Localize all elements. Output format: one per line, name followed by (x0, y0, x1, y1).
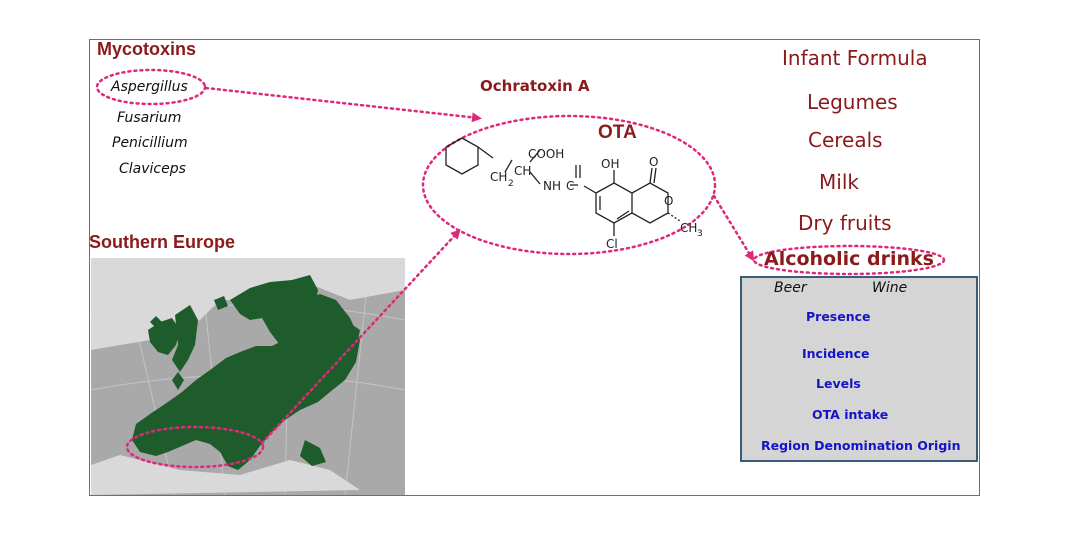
mediterranean-area (91, 455, 360, 495)
island-shape (150, 316, 162, 328)
food-milk: Milk (819, 170, 859, 194)
great-britain-shape (172, 305, 198, 372)
aspect-incidence: Incidence (802, 346, 870, 361)
oh-label: OH (601, 157, 619, 171)
genus-aspergillus: Aspergillus (111, 79, 188, 95)
drink-wine: Wine (872, 280, 908, 296)
aspect-region-denomination-origin: Region Denomination Origin (761, 438, 961, 453)
southern-europe-title: Southern Europe (89, 232, 236, 252)
island-shape (214, 296, 228, 310)
ota-to-alcoholic-arrow (712, 194, 755, 262)
carbonyl-o-label: O (649, 155, 658, 169)
europe-to-ota-arrow (260, 229, 461, 445)
ring-o-label: O (664, 194, 673, 208)
aspect-presence: Presence (806, 309, 871, 324)
mycotoxins-title: Mycotoxins (97, 39, 197, 59)
nh-label: NH (543, 179, 561, 193)
cooh-label: COOH (528, 147, 564, 161)
genus-claviceps: Claviceps (119, 161, 186, 177)
drink-beer: Beer (774, 280, 807, 296)
lactone-ring (631, 182, 669, 224)
aspect-ota-intake: OTA intake (812, 407, 889, 422)
ota-label: OTA (598, 122, 637, 143)
greece-shape (300, 440, 326, 466)
aspergillus-ellipse (95, 68, 207, 106)
food-legumes: Legumes (807, 90, 898, 114)
aspergillus-to-ota-arrow (204, 86, 482, 123)
phenyl-ring (445, 137, 479, 175)
food-dry-fruits: Dry fruits (798, 211, 892, 235)
ch3-label: CH (680, 221, 697, 235)
figure-frame (89, 39, 980, 496)
food-infant-formula: Infant Formula (782, 46, 928, 70)
alcoholic-drinks-ellipse (752, 244, 946, 276)
ota-ellipse (421, 114, 717, 256)
alcoholic-drinks-panel (740, 276, 978, 462)
ch3-subscript: 3 (697, 229, 703, 239)
isocoumarin-benzene-ring (595, 182, 633, 224)
aspect-levels: Levels (816, 376, 861, 391)
cl-label: Cl (606, 237, 618, 251)
baltic-shape (330, 322, 360, 360)
c-label: C (566, 179, 574, 193)
island-shape (172, 372, 184, 390)
food-cereals: Cereals (808, 128, 883, 152)
ochratoxin-a-label: Ochratoxin A (480, 77, 590, 95)
southern-europe-ellipse (125, 425, 265, 469)
genus-fusarium: Fusarium (117, 110, 182, 126)
genus-penicillium: Penicillium (112, 135, 188, 151)
ch2-subscript: 2 (508, 179, 514, 189)
ch2-label: CH (490, 170, 507, 184)
ch-label: CH (514, 164, 531, 178)
alcoholic-drinks-title: Alcoholic drinks (764, 248, 934, 270)
